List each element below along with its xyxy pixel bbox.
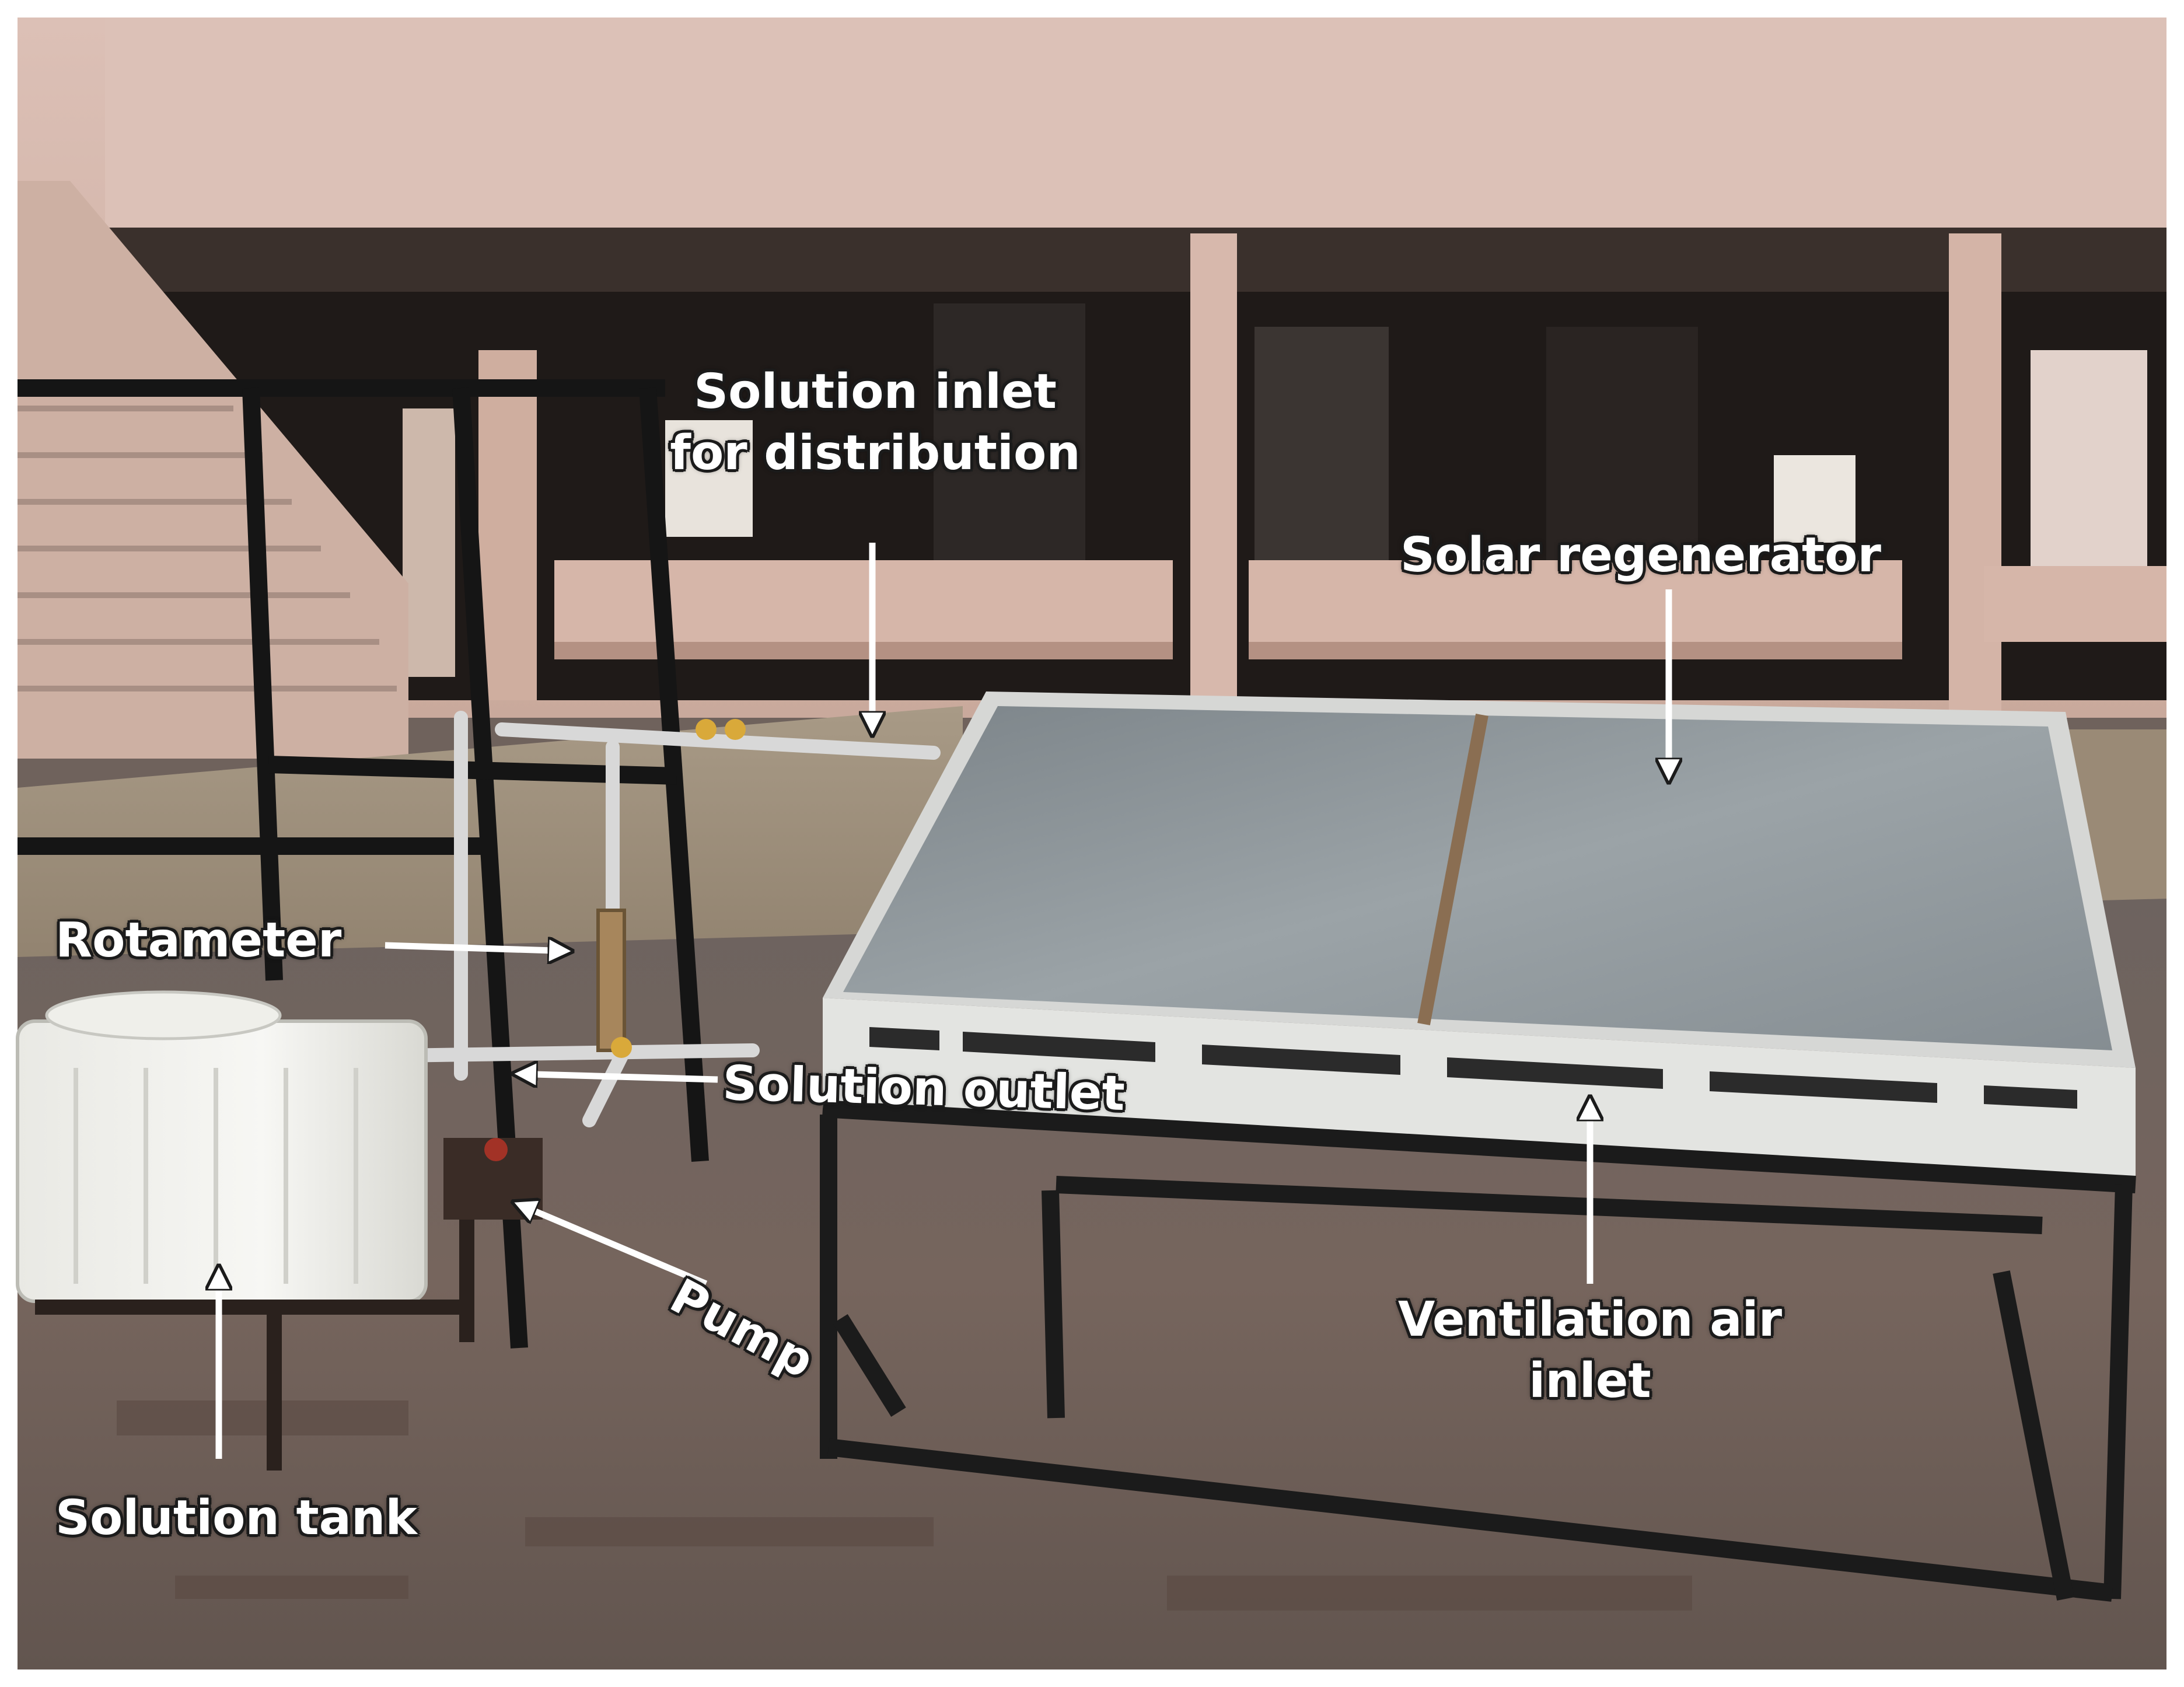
- solar-regenerator: [823, 691, 2136, 1179]
- building: [18, 18, 2166, 759]
- arrow-rotameter: [385, 945, 572, 951]
- label-solution-inlet-line2: for distribution: [670, 425, 1081, 481]
- label-ventilation-line2: inlet: [1529, 1353, 1651, 1409]
- regenerator-stand: [820, 1100, 2136, 1602]
- label-solution-inlet-line1: Solution inlet: [694, 364, 1057, 420]
- label-solution-tank: Solution tank: [55, 1490, 417, 1546]
- label-rotameter: Rotameter: [55, 913, 342, 968]
- arrow-pump: [513, 1202, 708, 1287]
- arrow-icon: [219, 543, 1669, 1459]
- label-ventilation-air-inlet: Ventilation air inlet: [1342, 1290, 1838, 1412]
- label-solution-inlet: Solution inlet for distribution: [642, 362, 1109, 484]
- solution-tank: [16, 990, 428, 1303]
- label-ventilation-line1: Ventilation air: [1397, 1292, 1783, 1347]
- steel-frame-left: [18, 379, 709, 1349]
- label-solar-regenerator: Solar regenerator: [1400, 528, 1881, 583]
- arrow-solution-outlet: [513, 1074, 718, 1080]
- rotameter-tube: [596, 909, 626, 1052]
- label-solution-outlet: Solution outlet: [722, 1055, 1126, 1122]
